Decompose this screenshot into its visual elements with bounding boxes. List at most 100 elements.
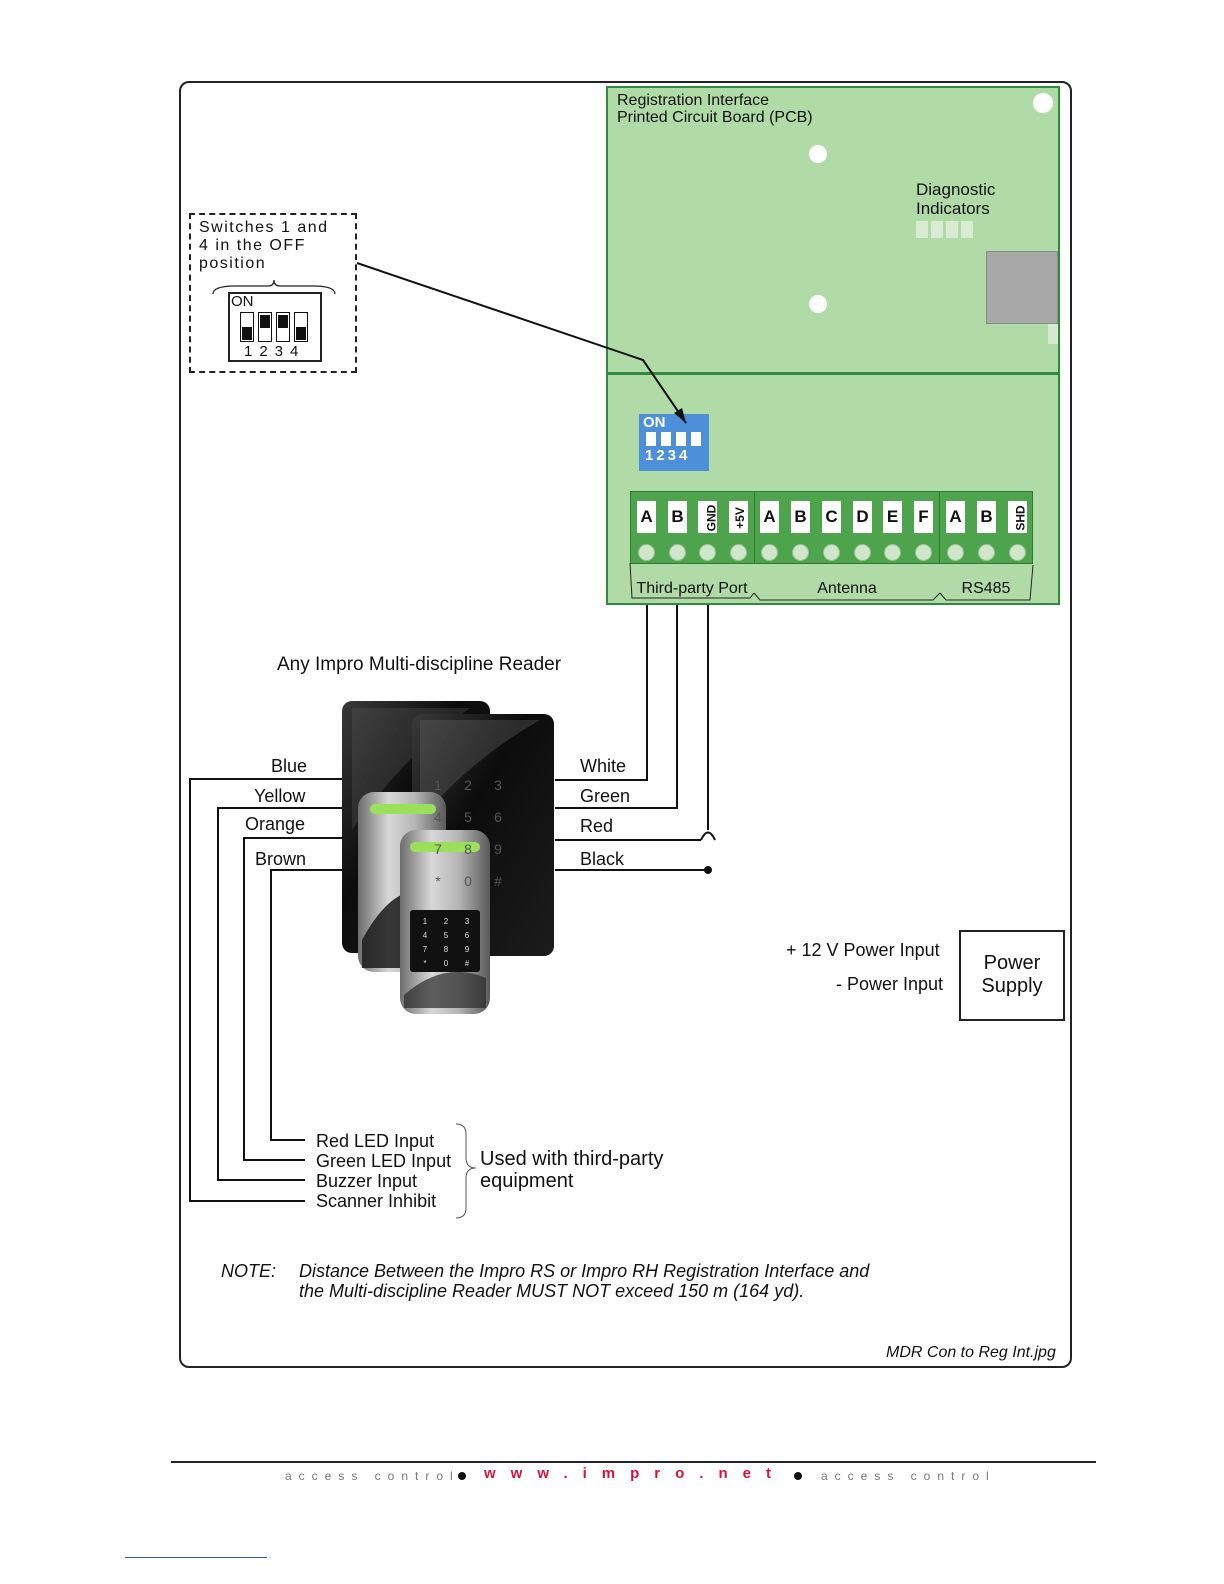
inputs-brace <box>455 1123 477 1219</box>
mounting-hole <box>809 295 827 313</box>
footer-left-text: access control <box>285 1469 460 1483</box>
mounting-hole <box>1033 93 1053 113</box>
wire-label-yellow: Yellow <box>254 786 306 806</box>
third-party-note-line1: Used with third-party <box>480 1148 664 1170</box>
terminal-screw <box>854 544 871 561</box>
keypad-key: * <box>423 959 426 968</box>
keypad-key: 8 <box>464 841 472 857</box>
keypad-key: 5 <box>444 931 449 940</box>
third-party-note-line2: equipment <box>480 1170 574 1192</box>
keypad-key: 2 <box>464 777 472 793</box>
network-connector <box>986 251 1058 324</box>
terminal-rs485-b: B <box>977 501 996 533</box>
keypad-key: 4 <box>423 931 428 940</box>
dip-switch-lever <box>661 432 671 446</box>
mini-switch-knob <box>296 327 306 340</box>
group-label-third-party: Third-party Port <box>636 580 748 597</box>
callout-line1: Switches 1 and <box>199 219 329 236</box>
pcb-title-line2: Printed Circuit Board (PCB) <box>617 109 813 126</box>
terminal-antenna-a: A <box>760 501 779 533</box>
diagram-frame <box>179 81 1072 1368</box>
terminal-antenna-f: F <box>914 501 933 533</box>
third-party-note: Used with third-party equipment <box>480 1148 663 1192</box>
keypad-key: 8 <box>444 945 449 954</box>
terminal-screw <box>638 544 655 561</box>
note-label: NOTE: <box>221 1261 277 1281</box>
wire-label-white: White <box>580 756 627 776</box>
keypad-key: 1 <box>423 917 428 926</box>
dip-switch-lever <box>691 432 701 446</box>
keypad-key: 1 <box>434 777 442 793</box>
keypad-key: 3 <box>494 777 502 793</box>
terminal-block-antenna <box>754 491 940 564</box>
terminal-rs485-a: A <box>946 501 965 533</box>
bracket-third-party <box>629 562 755 599</box>
terminal-screw <box>730 544 747 561</box>
callout-line3: position <box>199 255 267 272</box>
reader-silver-keypad <box>400 830 490 1014</box>
terminal-screw <box>699 544 716 561</box>
input-green-led: Green LED Input <box>316 1151 452 1171</box>
keypad-key: # <box>465 959 470 968</box>
terminal-screw <box>947 544 964 561</box>
bracket-antenna <box>753 592 941 601</box>
wire-green <box>555 605 678 809</box>
footer-bullet <box>794 1472 802 1480</box>
wire-white <box>555 605 648 781</box>
keypad-key: 9 <box>494 841 502 857</box>
power-supply-box: Power Supply <box>959 930 1065 1021</box>
diagnostic-line1: Diagnostic <box>916 180 996 199</box>
input-scanner-inhibit: Scanner Inhibit <box>316 1191 437 1211</box>
mini-dip-numbers: 1234 <box>244 343 306 360</box>
third-party-inputs-list: Red LED Input Green LED Input Buzzer Inp… <box>316 1131 451 1211</box>
terminal-a: A <box>637 501 656 533</box>
wire-crossover <box>700 831 716 841</box>
footer-url[interactable]: www.impro.net <box>484 1465 786 1482</box>
terminal-antenna-c: C <box>822 501 841 533</box>
pcb-title: Registration Interface Printed Circuit B… <box>617 92 813 126</box>
keypad-key: 4 <box>434 809 442 825</box>
dip-switch-on-label: ON <box>643 414 666 431</box>
terminal-screw <box>792 544 809 561</box>
wire-yellow <box>217 807 342 1181</box>
dip-switch-lever <box>676 432 686 446</box>
group-label-antenna: Antenna <box>817 580 877 597</box>
mounting-hole <box>809 145 827 163</box>
wire-blue <box>189 778 342 1202</box>
power-minus-label: - Power Input <box>836 974 944 994</box>
power-plus-label: + 12 V Power Input <box>786 940 940 960</box>
bottom-link-underline <box>125 1557 267 1558</box>
keypad-key: * <box>435 873 441 889</box>
diagnostic-led <box>916 221 928 238</box>
keypad-key: # <box>494 873 502 889</box>
terminal-screw <box>761 544 778 561</box>
group-label-rs485: RS485 <box>961 580 1011 597</box>
input-buzzer: Buzzer Input <box>316 1171 418 1191</box>
wire-label-brown: Brown <box>255 849 307 869</box>
mini-switch-knob <box>242 327 252 340</box>
wire-label-black: Black <box>580 849 625 869</box>
diagnostic-indicators-label: Diagnostic Indicators <box>916 180 995 218</box>
power-supply-line1: Power <box>983 952 1041 974</box>
mini-dip-switch <box>228 292 322 362</box>
terminal-antenna-e: E <box>883 501 902 533</box>
callout-arrow <box>356 262 687 424</box>
terminal-5v: +5V <box>729 501 748 533</box>
connector-tab <box>1048 324 1058 344</box>
keypad-key: 9 <box>465 945 470 954</box>
wire-junction <box>704 866 712 874</box>
footer-bullet <box>458 1472 466 1480</box>
terminal-screw <box>915 544 932 561</box>
diagnostic-line2: Indicators <box>916 199 990 218</box>
terminal-screw <box>978 544 995 561</box>
terminal-b: B <box>668 501 687 533</box>
keypad-key: 7 <box>423 945 428 954</box>
footer-rule <box>171 1461 1096 1463</box>
mini-switch-knob <box>278 315 288 328</box>
wire-label-orange: Orange <box>245 814 306 834</box>
pcb-title-line1: Registration Interface <box>617 92 770 109</box>
keypad-key: 6 <box>494 809 502 825</box>
keypad-key: 2 <box>444 917 449 926</box>
